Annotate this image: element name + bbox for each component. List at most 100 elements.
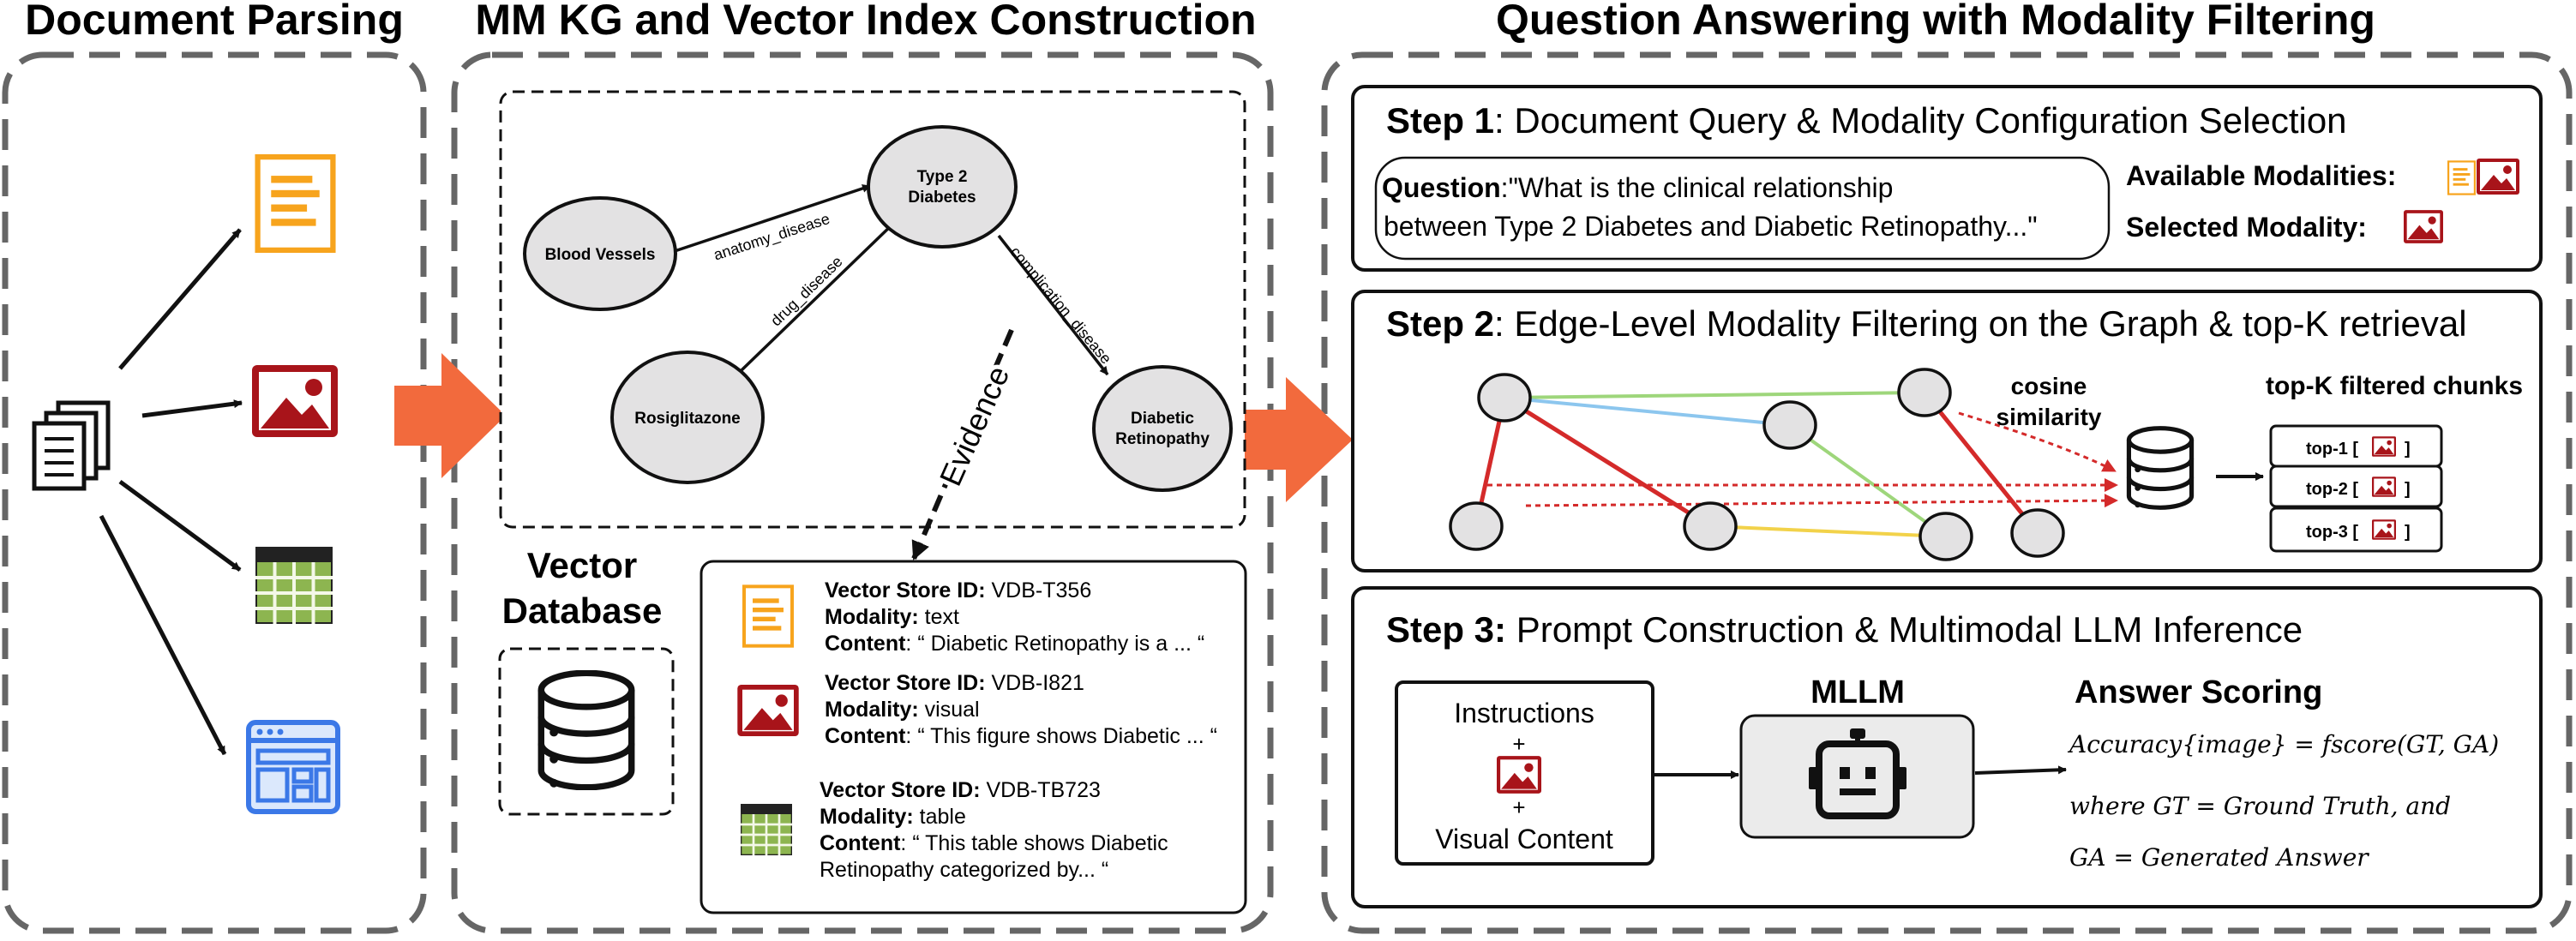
entry-mod-value: table xyxy=(914,805,966,829)
mllm-box xyxy=(1739,714,1975,839)
vector-store-panel xyxy=(700,560,1247,914)
graph-node xyxy=(1918,512,1973,561)
table-icon xyxy=(255,547,333,624)
arrow-to-image xyxy=(141,399,243,418)
section-title-qa: Question Answering with Modality Filteri… xyxy=(1496,0,2375,44)
entry-content-key: Content xyxy=(820,831,901,855)
entry-mod-key: Modality: xyxy=(820,805,914,829)
ga-definition: GA = Generated Answer xyxy=(2069,843,2369,872)
node-rosiglitazone: Rosiglitazone xyxy=(610,351,765,484)
step2-title: Step 2: Edge-Level Modality Filtering on… xyxy=(1386,303,2467,344)
entry-id-value: VDB-TB723 xyxy=(981,778,1101,802)
entry-mod-value: visual xyxy=(919,698,980,722)
database-icon xyxy=(541,673,631,787)
topk-chunk xyxy=(2269,506,2443,553)
entry-id-key: Vector Store ID: xyxy=(820,778,981,802)
entry-mod-key: Modality: xyxy=(825,605,919,629)
node-diabetic-retinopathy: Diabetic Retinopathy xyxy=(1092,365,1233,492)
entry-content-key: Content xyxy=(825,632,906,656)
topk-chunk-close: ] xyxy=(2405,440,2411,459)
graph-edge xyxy=(1788,423,1948,538)
node-blood-vessels: Blood Vessels xyxy=(523,196,677,311)
text-doc-icon xyxy=(744,586,792,645)
section-title-kg: MM KG and Vector Index Construction xyxy=(475,0,1256,44)
mllm-to-score-arrow xyxy=(1974,765,2067,775)
step2-bold: Step 2 xyxy=(1386,303,1494,344)
topk-chunk-close: ] xyxy=(2405,523,2411,542)
plus-sign: + xyxy=(1512,731,1525,757)
entry-content-value: : “ This figure shows Diabetic ... “ xyxy=(905,724,1217,748)
webpage-icon xyxy=(249,722,338,812)
step3-bold: Step 3: xyxy=(1386,609,1506,650)
entry-id-value: VDB-T356 xyxy=(986,578,1092,602)
node-label: Retinopathy xyxy=(1115,430,1210,448)
parsing-panel xyxy=(2,51,427,934)
graph-edge xyxy=(1709,524,1947,538)
retrieval-arrow xyxy=(1958,411,2117,473)
documents-icon xyxy=(32,400,111,491)
node-label: Diabetic xyxy=(1131,410,1194,428)
image-icon xyxy=(737,685,799,736)
section-title-parsing: Document Parsing xyxy=(25,0,404,44)
step2-rest: : Edge-Level Modality Filtering on the G… xyxy=(1494,303,2467,344)
topk-chunk-label: top-3 [ xyxy=(2306,523,2358,542)
edge-anatomy-disease xyxy=(671,184,871,254)
topk-title: top-K filtered chunks xyxy=(2266,372,2523,400)
step3-title: Step 3: Prompt Construction & Multimodal… xyxy=(1386,609,2303,650)
text-doc-icon xyxy=(2447,160,2476,195)
table-icon xyxy=(741,804,792,855)
image-icon xyxy=(1497,756,1541,794)
entry-content-value: : “ Diabetic Retinopathy is a ... “ xyxy=(905,632,1204,656)
vector-entry-3: Vector Store ID: VDB-TB723 Modality: tab… xyxy=(820,778,1174,882)
entry-mod-value: text xyxy=(919,605,959,629)
plus-sign: + xyxy=(1512,794,1525,820)
arrow-to-table xyxy=(118,479,242,572)
image-icon xyxy=(252,365,338,437)
robot-icon xyxy=(1809,728,1906,819)
vector-db-label: Vector xyxy=(527,545,637,585)
step2-panel xyxy=(1351,290,2543,572)
step1-title: Step 1: Document Query & Modality Config… xyxy=(1386,100,2347,141)
mllm-label: MLLM xyxy=(1810,674,1905,710)
accuracy-formula: Accuracy{image} = fscore(GT, GA) xyxy=(2067,730,2499,758)
image-icon xyxy=(2372,436,2396,457)
entry-id-value: VDB-I821 xyxy=(986,671,1084,695)
graph-edge xyxy=(1503,395,1712,529)
big-arrow-2 xyxy=(1234,377,1353,502)
node-label: Blood Vessels xyxy=(545,246,656,264)
text-doc-icon xyxy=(258,157,333,250)
vector-entry-2: Vector Store ID: VDB-I821 Modality: visu… xyxy=(825,671,1217,748)
instructions-label: Instructions xyxy=(1454,698,1594,728)
graph-node xyxy=(1449,501,1504,551)
step1-bold: Step 1 xyxy=(1386,100,1494,141)
question-line1: :"What is the clinical relationship xyxy=(1501,172,1894,203)
database-icon xyxy=(2129,429,2191,508)
node-label: Type 2 xyxy=(917,168,968,186)
graph-node xyxy=(1477,373,1532,423)
vector-entry-1: Vector Store ID: VDB-T356 Modality: text… xyxy=(825,578,1204,656)
node-label: Diabetes xyxy=(908,189,976,207)
edge-complication-disease xyxy=(997,234,1109,376)
topk-chunk xyxy=(2269,465,2443,508)
cosine-similarity-label: cosine xyxy=(2011,373,2087,399)
arrow-to-webpage xyxy=(99,514,227,756)
entry-content-key: Content xyxy=(825,724,906,748)
node-type2-diabetes: Type 2 Diabetes xyxy=(867,125,1018,249)
graph-node xyxy=(1897,368,1952,417)
entry-content-value: Retinopathy categorized by... “ xyxy=(820,858,1108,882)
entry-mod-key: Modality: xyxy=(825,698,919,722)
graph-node xyxy=(1762,400,1817,450)
topk-chunk-label: top-1 [ xyxy=(2306,440,2358,459)
edge-drug-disease xyxy=(740,219,898,372)
cosine-similarity-label: similarity xyxy=(1997,404,2102,430)
graph-node xyxy=(1683,501,1738,551)
node-label: Rosiglitazone xyxy=(634,410,741,428)
graph-edge xyxy=(1504,396,1791,427)
topk-chunk-close: ] xyxy=(2405,480,2411,499)
retrieval-arrow xyxy=(1525,494,2118,508)
image-icon xyxy=(2477,159,2519,195)
vector-db-label: Database xyxy=(502,590,663,631)
question-box xyxy=(1374,156,2111,261)
image-icon xyxy=(2372,476,2396,497)
